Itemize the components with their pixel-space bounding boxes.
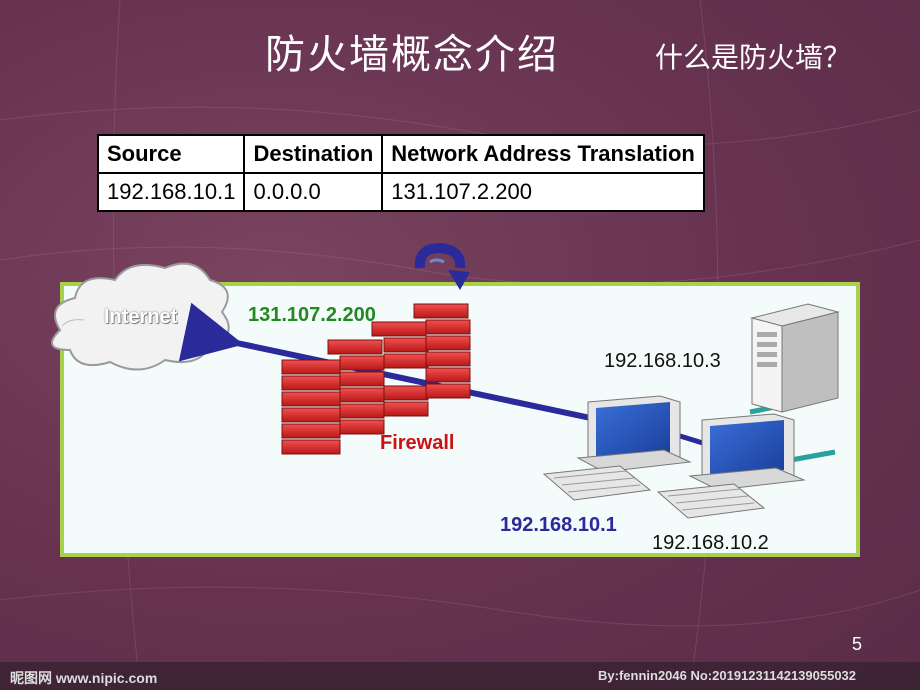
column-header-source: Source — [96, 134, 246, 174]
firewall-label: Firewall — [380, 432, 455, 454]
server-icon — [750, 303, 840, 413]
watermark-left: 昵图网 www.nipic.com — [10, 670, 158, 686]
rotate-arrow-icon — [414, 242, 470, 290]
client2-ip-label: 192.168.10.2 — [652, 532, 769, 554]
internet-label: Internet — [104, 306, 178, 328]
cell-source: 192.168.10.1 — [96, 172, 246, 212]
client-computer-2-icon — [656, 413, 806, 519]
page-number: 5 — [852, 634, 863, 654]
firewall-icon — [281, 303, 471, 455]
watermark-right: By:fennin2046 No:20191231142139055032 — [598, 668, 857, 683]
outbound-arrow — [178, 302, 601, 423]
server-ip-label: 192.168.10.3 — [604, 350, 721, 372]
watermark-bar — [0, 662, 920, 690]
column-header-nat: Network Address Translation — [381, 134, 705, 174]
client1-ip-label: 192.168.10.1 — [500, 514, 617, 536]
nat-table: Source Destination Network Address Trans… — [96, 134, 705, 212]
table-header-row: Source Destination Network Address Trans… — [96, 134, 705, 174]
slide-subtitle: 什么是防火墙？ — [655, 41, 852, 74]
column-header-destination: Destination — [243, 134, 384, 174]
slide-title: 防火墙概念介绍 — [265, 32, 559, 78]
client-computer-1-icon — [542, 395, 692, 501]
cell-destination: 0.0.0.0 — [243, 172, 384, 212]
table-row: 192.168.10.1 0.0.0.0 131.107.2.200 — [96, 172, 705, 212]
cell-nat: 131.107.2.200 — [381, 172, 705, 212]
public-ip-label: 131.107.2.200 — [248, 304, 376, 326]
